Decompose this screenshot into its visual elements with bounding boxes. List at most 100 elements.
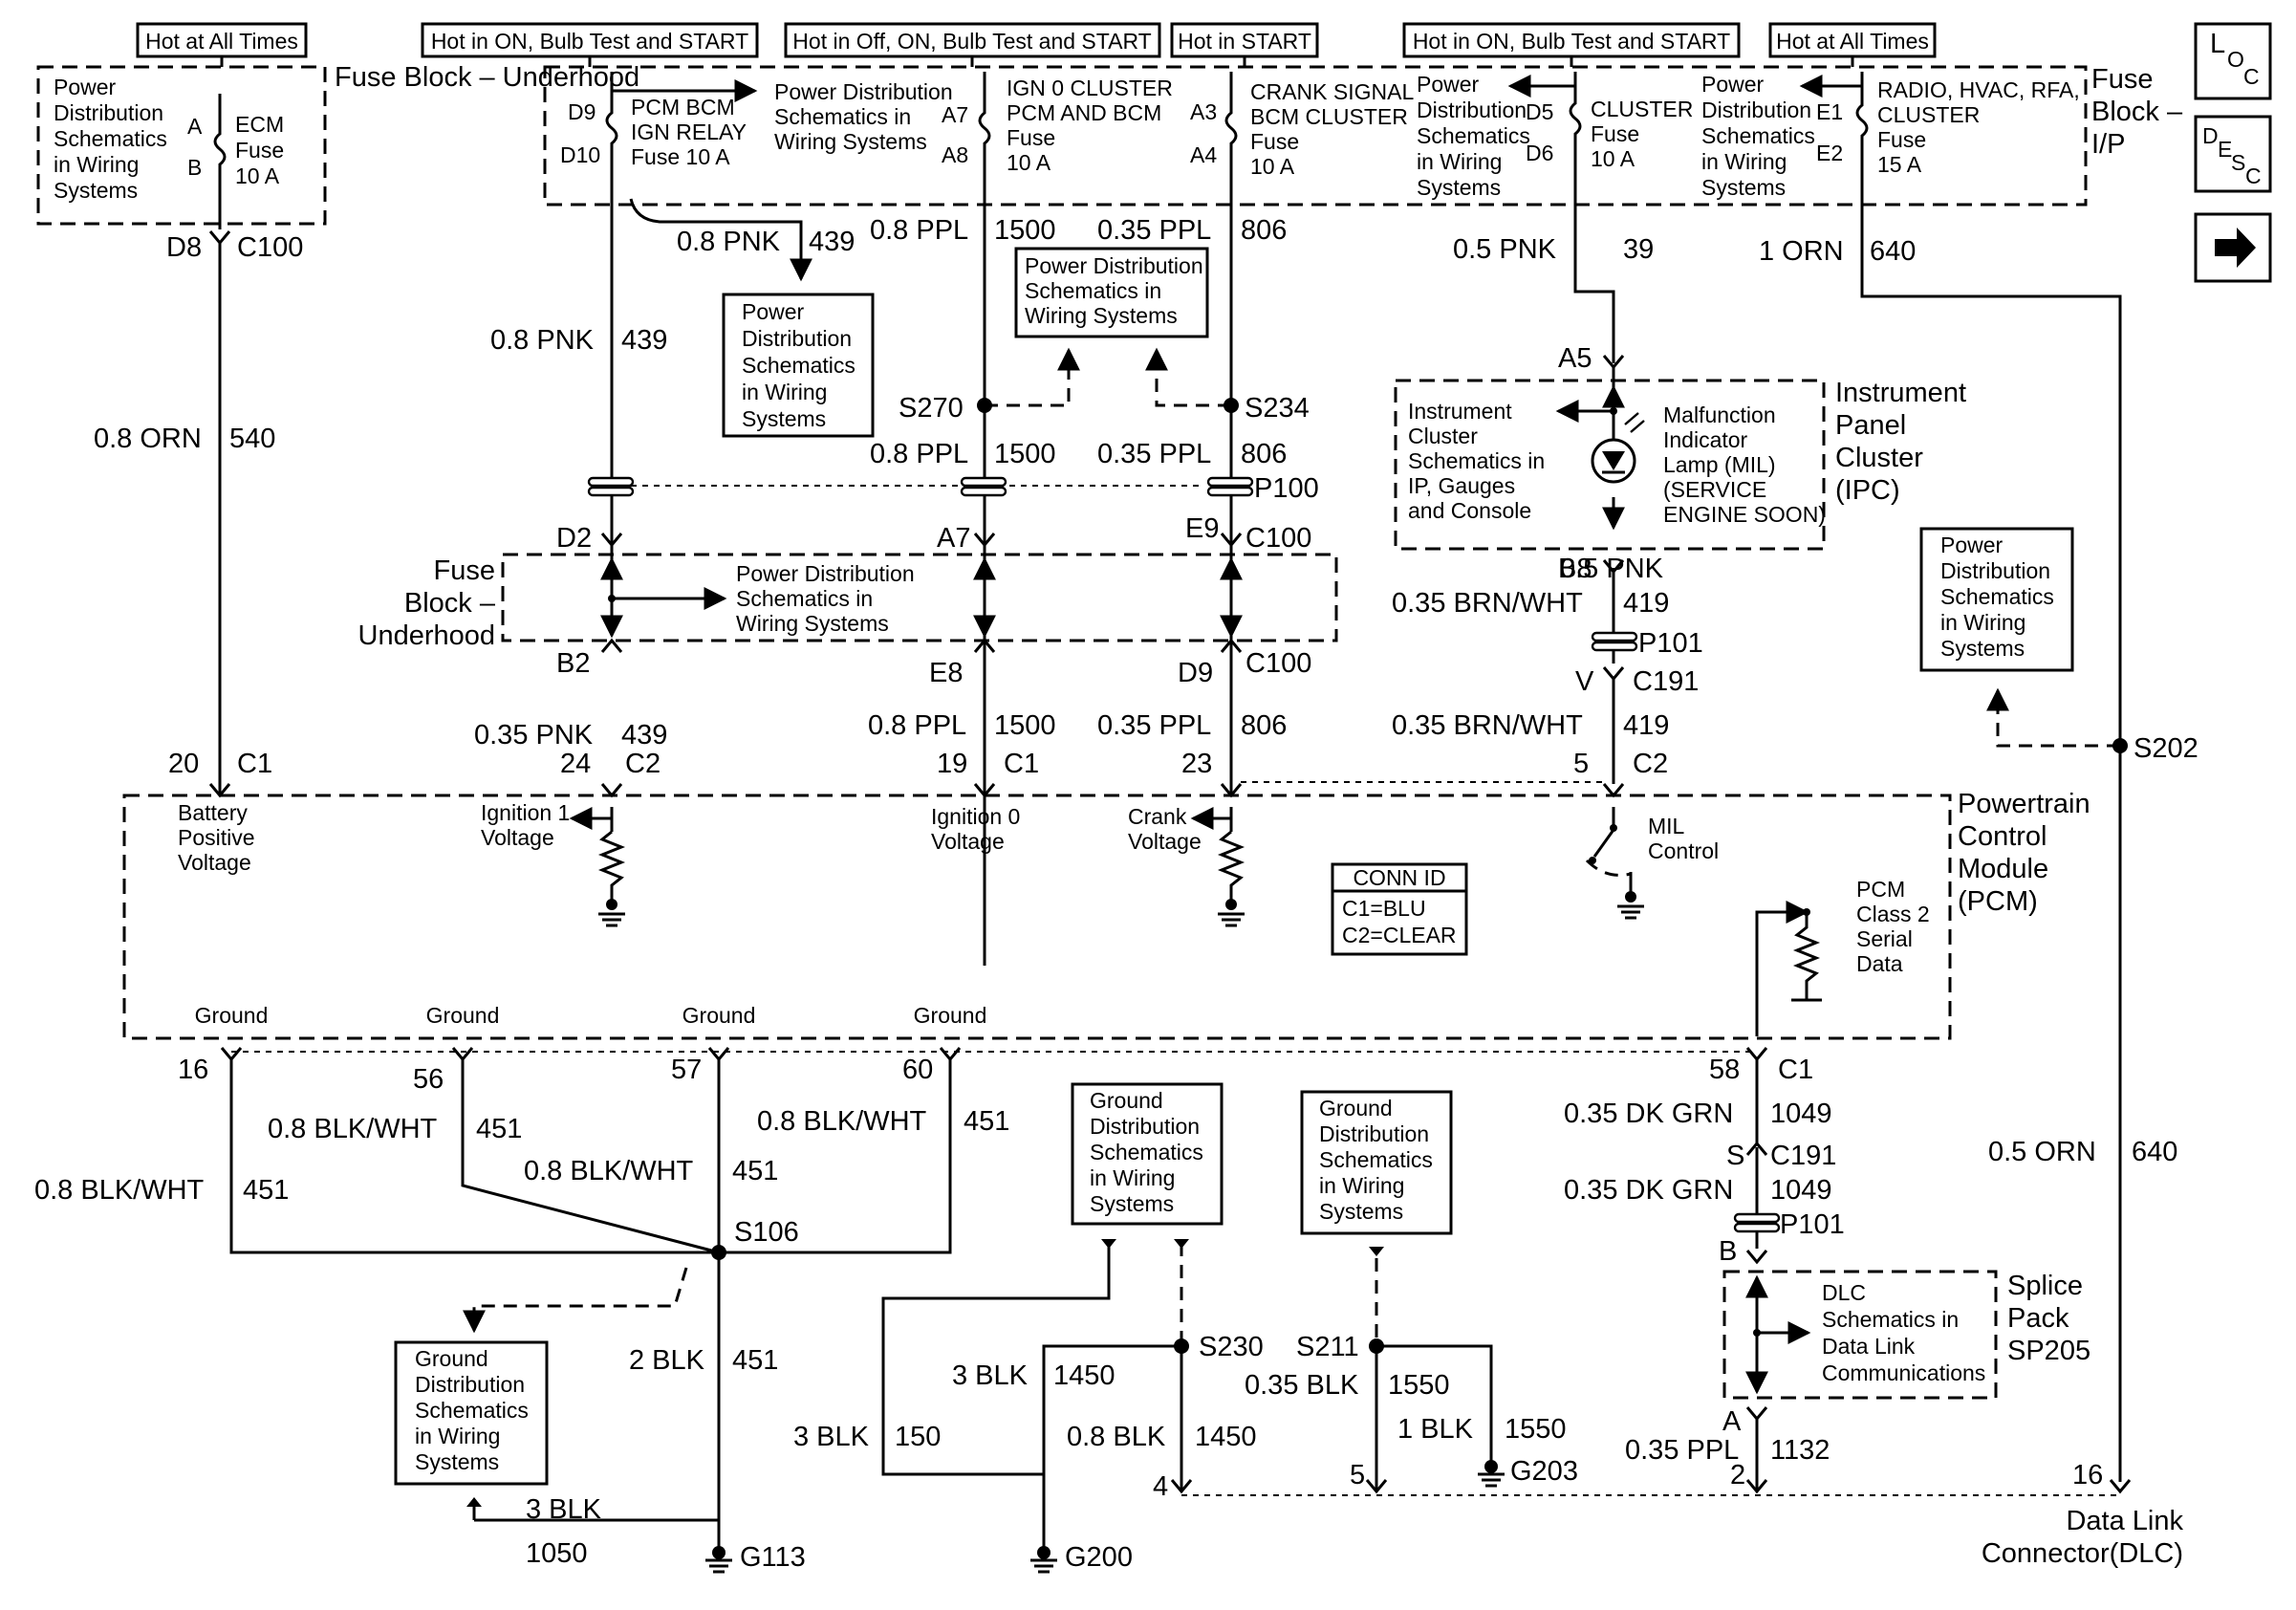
wire-orn640a-size: 1 ORN [1759, 236, 1844, 267]
svg-text:I/P: I/P [2091, 129, 2125, 160]
pds-box-s202-text: Power Distribution Schematics in Wiring … [1940, 533, 2054, 661]
pcm-pin-5: 5 [1573, 749, 1589, 779]
fuse-block-underhood-mid [501, 553, 1338, 642]
wire-ppl806a-num: 806 [1241, 215, 1287, 246]
wire-blk451c-num: 451 [732, 1156, 778, 1186]
svg-text:Schematics: Schematics [415, 1398, 529, 1423]
pcm-pin-58: 58 [1709, 1055, 1740, 1085]
conn-a5: A5 [1558, 343, 1592, 374]
pcm-class2-label: PCM Class 2 Serial Data [1856, 877, 1930, 976]
label-g200: G200 [1065, 1542, 1133, 1573]
conn-e9: E9 [1185, 513, 1219, 544]
svg-text:Cluster: Cluster [1408, 424, 1478, 448]
pds-box-ppl-text: Power Distribution Schematics in Wiring … [1025, 253, 1203, 328]
pcm-ign0-label: Ignition 0 Voltage [931, 804, 1020, 854]
pcm-c2-a: C2 [625, 749, 661, 779]
wire-ppl1132-num: 1132 [1770, 1435, 1830, 1466]
header-hot-at-all-times-2: Hot at All Times [1776, 29, 1929, 54]
svg-text:Power: Power [54, 75, 117, 99]
ground-label-56: Ground [426, 1003, 500, 1028]
wire-pnk439c-size: 0.35 PNK [474, 720, 594, 751]
svg-text:RADIO, HVAC, RFA,: RADIO, HVAC, RFA, [1877, 77, 2080, 102]
svg-text:E: E [2218, 137, 2232, 162]
svg-text:Schematics in: Schematics in [1408, 448, 1545, 473]
svg-text:Systems: Systems [742, 406, 826, 431]
wire-blk1550a-num: 1550 [1388, 1370, 1450, 1401]
svg-text:Voltage: Voltage [1128, 829, 1202, 854]
wire-blk1450a-size: 3 BLK [952, 1360, 1029, 1391]
conn-id-c2: C2=CLEAR [1342, 923, 1457, 947]
svg-text:IP, Gauges: IP, Gauges [1408, 473, 1515, 498]
svg-text:(IPC): (IPC) [1835, 475, 1900, 506]
svg-text:Schematics: Schematics [1319, 1147, 1433, 1172]
pin-d5: D5 [1526, 99, 1553, 124]
label-p101-a: P101 [1638, 628, 1703, 659]
wire-orn640b-size: 0.5 ORN [1988, 1137, 2096, 1167]
wire-ppl1132-size: 0.35 PPL [1625, 1435, 1739, 1466]
svg-text:S: S [2231, 150, 2245, 175]
radio-fuse-label: RADIO, HVAC, RFA, CLUSTER Fuse 15 A [1877, 77, 2080, 177]
label-g203: G203 [1510, 1456, 1578, 1487]
wire-brn419b-size: 0.35 BRN/WHT [1392, 710, 1583, 741]
svg-text:in Wiring: in Wiring [1940, 610, 2025, 635]
label-p100: P100 [1254, 473, 1319, 504]
fuse-block-ip [543, 65, 2088, 207]
svg-text:Wiring Systems: Wiring Systems [1025, 303, 1178, 328]
ground-g203-icon [1484, 1460, 1498, 1473]
header-hot-in-start: Hot in START [1178, 29, 1311, 54]
svg-text:Distribution: Distribution [1319, 1121, 1429, 1146]
svg-text:Voltage: Voltage [931, 829, 1005, 854]
svg-text:Voltage: Voltage [481, 825, 554, 850]
ecm-fuse-label: ECM Fuse 10 A [235, 112, 284, 188]
ground-label-16: Ground [195, 1003, 269, 1028]
pds-text-fb-mid: Power Distribution Schematics in Wiring … [736, 561, 915, 636]
wire-blk1450b-size: 0.8 BLK [1067, 1422, 1166, 1452]
wire-orn640a-num: 640 [1870, 236, 1916, 267]
svg-text:Ground: Ground [1319, 1096, 1393, 1120]
fuse-block-underhood-top [36, 65, 327, 226]
svg-text:Schematics: Schematics [742, 353, 856, 378]
label-s230: S230 [1199, 1332, 1264, 1362]
svg-text:in Wiring: in Wiring [1319, 1173, 1404, 1198]
wire-ppl1500a-size: 0.8 PPL [870, 215, 968, 246]
dlc-pin-16: 16 [2072, 1460, 2103, 1490]
svg-text:15 A: 15 A [1877, 152, 1922, 177]
conn-a: A [1722, 1406, 1742, 1437]
svg-text:Schematics in: Schematics in [736, 586, 873, 611]
label-s202: S202 [2134, 733, 2199, 764]
mil-lamp-label: Malfunction Indicator Lamp (MIL) (SERVIC… [1663, 402, 1826, 527]
conn-c100-top: C100 [237, 232, 303, 263]
conn-c100-mid: C100 [1245, 523, 1311, 554]
svg-text:ECM: ECM [235, 112, 284, 137]
svg-text:Class 2: Class 2 [1856, 902, 1930, 926]
wire-orn540-num: 540 [229, 424, 275, 454]
svg-text:Schematics: Schematics [1940, 584, 2054, 609]
mil-lamp-icon [1591, 412, 1645, 484]
conn-s: S [1726, 1141, 1744, 1171]
svg-text:O: O [2227, 47, 2244, 72]
svg-text:Fuse: Fuse [235, 138, 284, 163]
splice-s106 [711, 1245, 726, 1260]
pds-box-ppl [1014, 247, 1209, 338]
ground-g200-icon [1037, 1546, 1051, 1559]
conn-d8: D8 [166, 232, 202, 263]
pcm-c2-b: C2 [1633, 749, 1668, 779]
arrow-right-icon[interactable] [2194, 212, 2272, 283]
ign0-fuse-label: IGN 0 CLUSTER PCM AND BCM Fuse 10 A [1007, 76, 1173, 175]
pin-e2: E2 [1816, 141, 1843, 165]
wire-blk150-size: 3 BLK [793, 1422, 870, 1452]
svg-text:Cluster: Cluster [1835, 443, 1923, 473]
pcm-mil-switch [1585, 807, 1644, 920]
svg-text:C: C [2245, 163, 2262, 188]
svg-text:in Wiring: in Wiring [1090, 1165, 1175, 1190]
pcm-pin-57: 57 [671, 1055, 702, 1085]
pcm-ign1-resistor [597, 830, 626, 901]
ecm-fuse [213, 94, 227, 229]
svg-text:Power: Power [1417, 72, 1480, 97]
pcm-pin-23: 23 [1181, 749, 1212, 779]
wire-pnk439c-num: 439 [621, 720, 667, 751]
pcm-c1-c: C1 [1778, 1055, 1813, 1085]
svg-text:Schematics in: Schematics in [1822, 1307, 1959, 1332]
